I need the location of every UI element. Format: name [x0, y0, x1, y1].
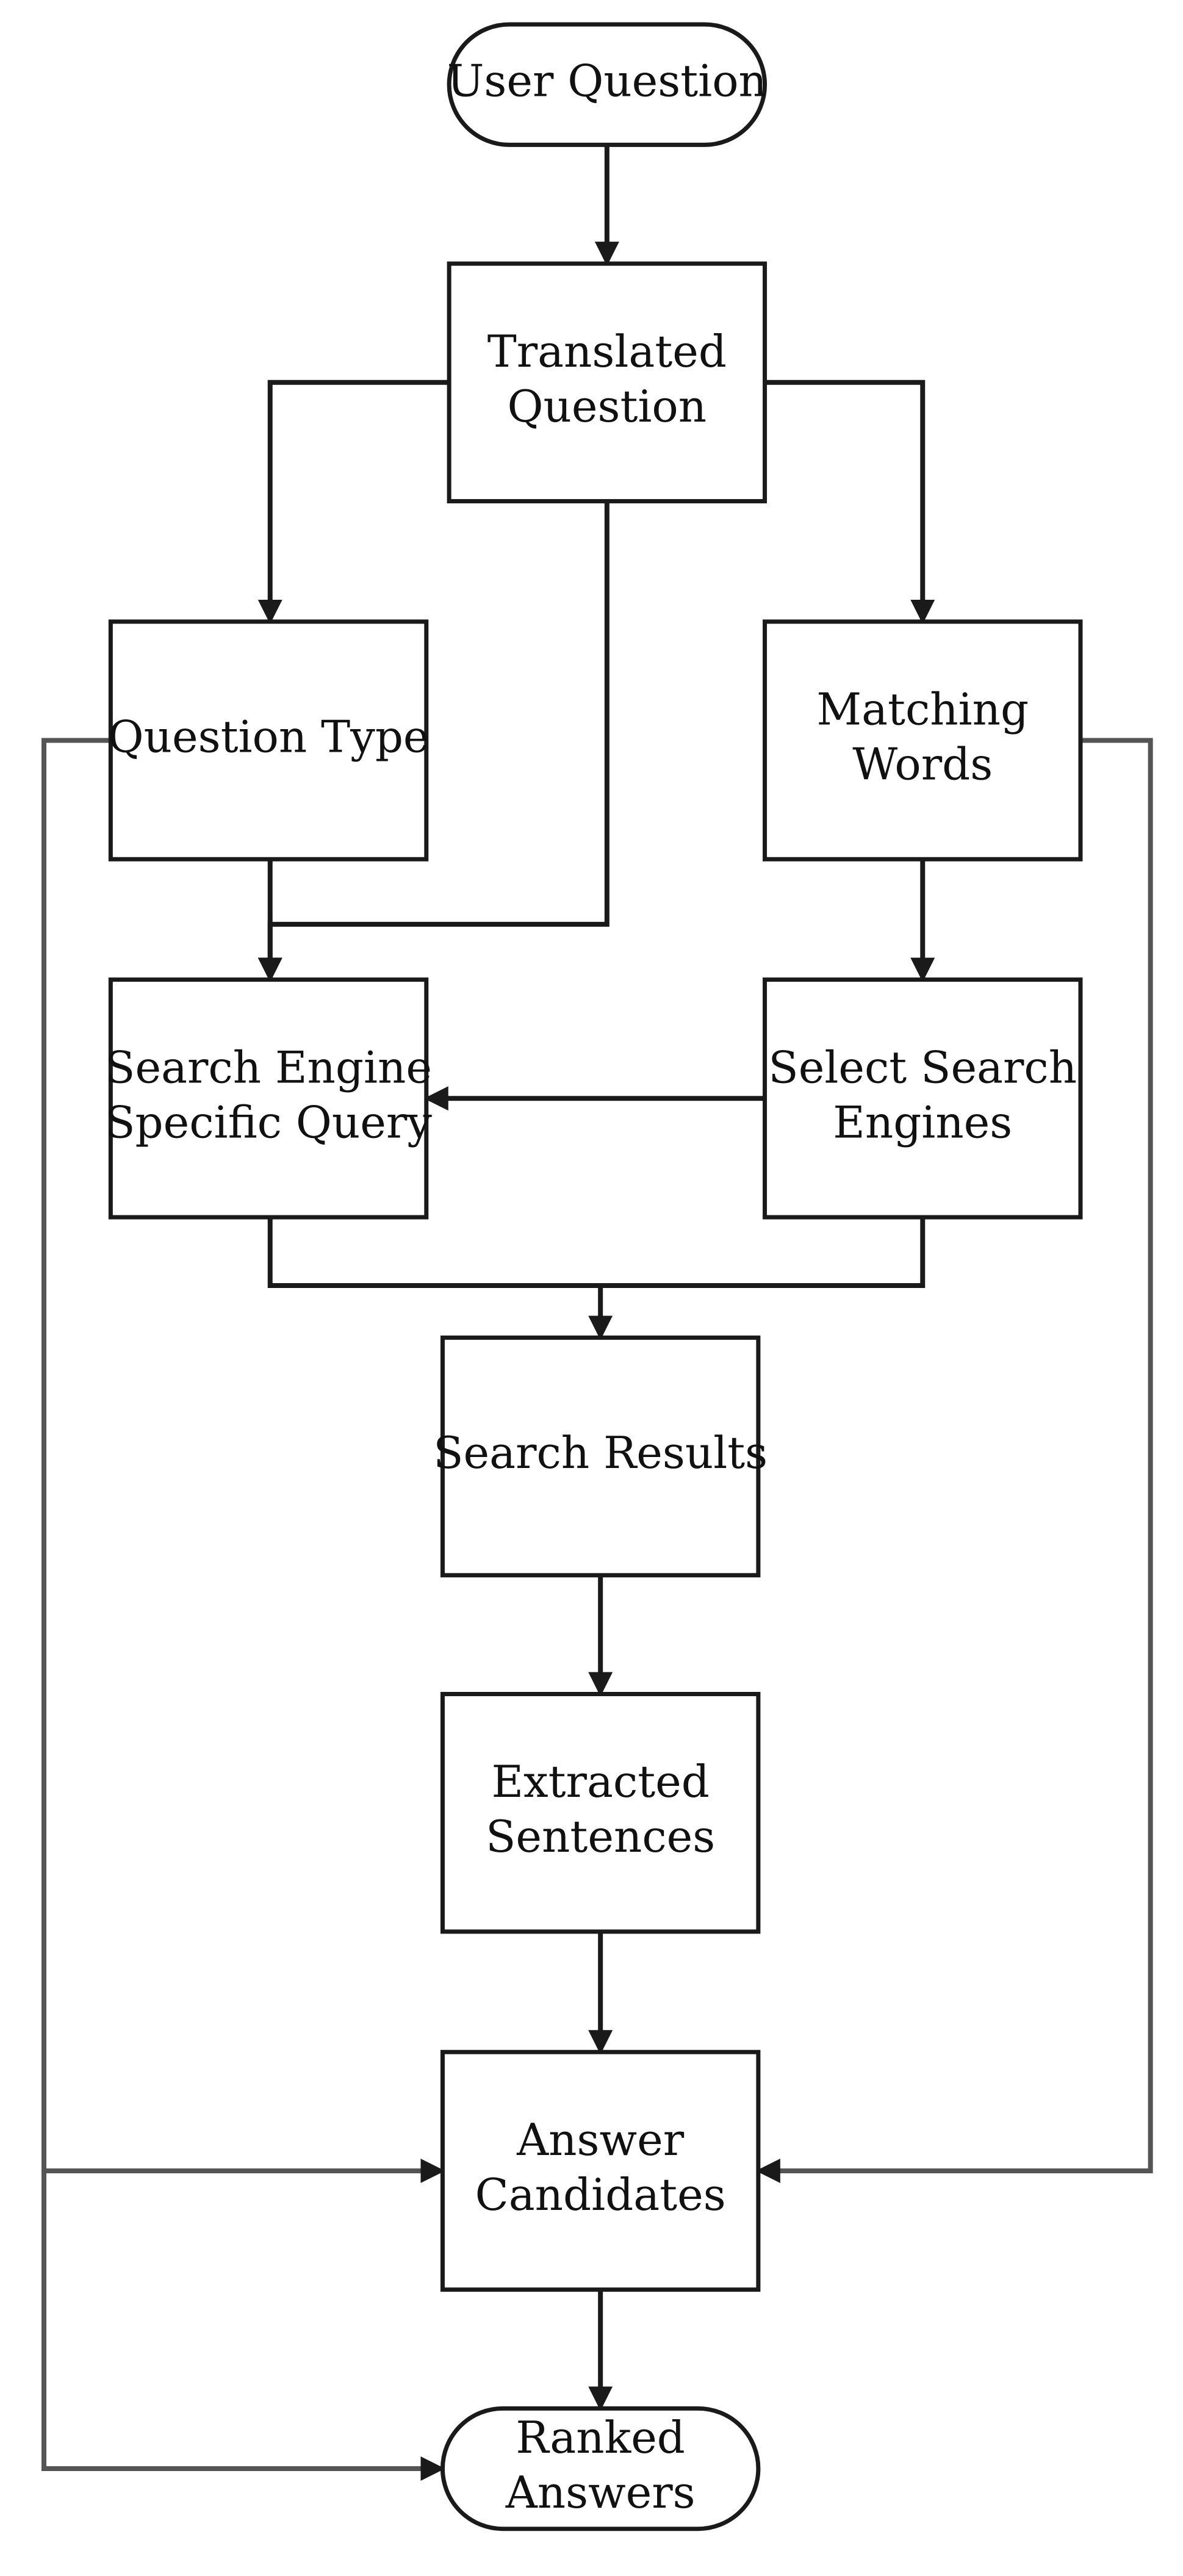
nodes-layer: User QuestionTranslatedQuestionQuestion … [105, 22, 1083, 2531]
matching-words-label-line-2: Words [852, 739, 993, 790]
arrow-search-engine-specific-query-to-search-results [267, 1217, 613, 1340]
node-search-results: Search Results [433, 1335, 768, 1578]
answer-candidates-label-line-2: Candidates [475, 2169, 726, 2220]
select-search-engines-label-line-2: Engines [833, 1096, 1012, 1148]
arrow-question-type-to-ranked-answers [41, 2170, 445, 2481]
translated-question-label-line-1: Translated [487, 326, 727, 377]
ranked-answers-label-line-2: Answers [505, 2467, 696, 2518]
search-engine-specific-query-label-line-1: Search Engine [105, 1042, 432, 1093]
edges-layer [41, 145, 1153, 2481]
matching-words-label-line-1: Matching [816, 684, 1029, 735]
arrow-select-search-engines-to-search-results [600, 1217, 926, 1289]
question-type-label-line-1: Question Type [108, 711, 430, 763]
extracted-sentences-label-line-2: Sentences [486, 1811, 715, 1862]
search-engine-specific-query-box [108, 977, 429, 1220]
translated-question-label-line-2: Question [508, 381, 707, 432]
matching-words-box [763, 619, 1083, 862]
answer-candidates-box [440, 2049, 761, 2292]
answer-candidates-label-line-1: Answer [516, 2114, 685, 2165]
select-search-engines-label-line-1: Select Search [768, 1042, 1077, 1093]
arrow-question-type-to-answer-candidates [41, 738, 445, 2183]
arrow-matching-words-to-answer-candidates [755, 738, 1153, 2183]
arrow-translated-question-to-matching-words [764, 380, 935, 624]
user-question-terminal [447, 22, 768, 147]
translated-question-box [447, 261, 768, 503]
ranked-answers-terminal [440, 2406, 761, 2531]
extracted-sentences-label-line-1: Extracted [491, 1756, 709, 1807]
search-engine-specific-query-label-line-2: Specific Query [105, 1096, 432, 1148]
question-type-box [108, 619, 429, 862]
node-question-type: Question Type [108, 619, 430, 862]
node-user-question: User Question [447, 22, 768, 147]
select-search-engines-box [763, 977, 1083, 1220]
search-results-label-line-1: Search Results [433, 1427, 768, 1478]
arrow-translated-question-to-question-type [257, 380, 450, 624]
extracted-sentences-box [440, 1691, 761, 1934]
ranked-answers-label-line-1: Ranked [516, 2412, 685, 2463]
user-question-label-line-1: User Question [447, 56, 767, 107]
search-results-box [440, 1335, 761, 1578]
